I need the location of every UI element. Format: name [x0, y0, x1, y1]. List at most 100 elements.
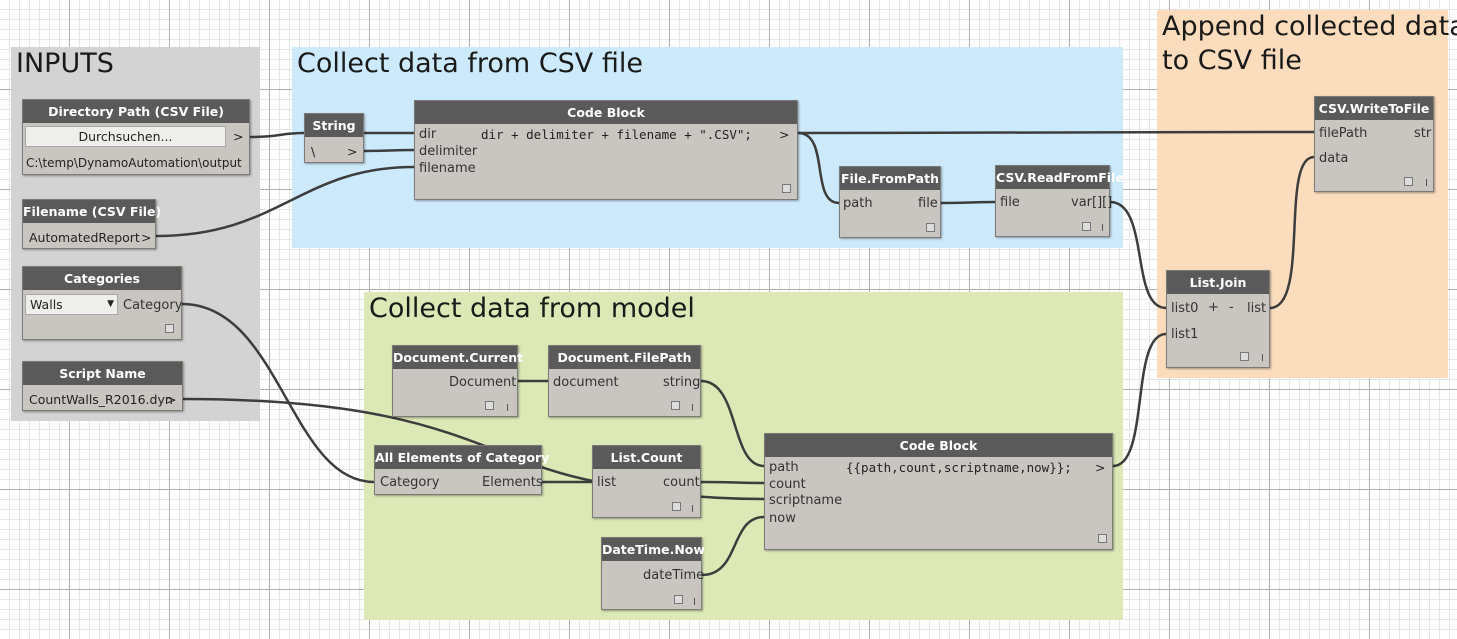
preview-toggle-icon[interactable]	[1098, 534, 1107, 543]
wire-listjoin-to-writefile	[1269, 155, 1315, 310]
input-port-path[interactable]: path	[843, 196, 873, 211]
node-file-frompath[interactable]: File.FromPath path file	[839, 166, 941, 238]
output-port-file[interactable]: file	[918, 196, 938, 211]
browse-button[interactable]: Durchsuchen...	[25, 126, 226, 147]
preview-toggle-icon[interactable]	[485, 401, 494, 410]
input-port-file[interactable]: file	[1000, 195, 1020, 210]
level-tick	[692, 505, 693, 512]
preview-toggle-icon[interactable]	[674, 595, 683, 604]
input-port-filepath[interactable]: filePath	[1319, 126, 1368, 141]
node-document-current[interactable]: Document.Current Document	[392, 345, 523, 417]
remove-input-button[interactable]: -	[1229, 300, 1234, 315]
node-title: Filename (CSV File)	[23, 200, 161, 223]
preview-toggle-icon[interactable]	[782, 184, 791, 193]
node-code-block-2[interactable]: Code Block path count scriptname now {{p…	[764, 433, 1113, 550]
wire-category-to-allelements	[181, 302, 375, 484]
level-tick	[692, 404, 693, 411]
output-port[interactable]: >	[779, 127, 790, 142]
node-directory-path[interactable]: Directory Path (CSV File) Durchsuchen...…	[22, 99, 250, 175]
output-port-category[interactable]: Category	[123, 298, 183, 313]
script-name-value[interactable]: CountWalls_R2016.dyn	[29, 392, 173, 407]
node-code-block-1[interactable]: Code Block dir delimiter filename dir + …	[414, 100, 798, 200]
input-port-count[interactable]: count	[769, 477, 806, 492]
node-all-elements-of-category[interactable]: All Elements of Category Category Elemen…	[374, 445, 549, 495]
preview-toggle-icon[interactable]	[926, 223, 935, 232]
category-selected: Walls	[30, 297, 63, 312]
output-port[interactable]: >	[166, 392, 177, 407]
node-document-filepath[interactable]: Document.FilePath document string	[548, 345, 701, 417]
output-port[interactable]: >	[141, 230, 152, 245]
input-port-scriptname[interactable]: scriptname	[769, 493, 843, 508]
group-title-append-2: to CSV file	[1162, 45, 1302, 76]
input-port-document[interactable]: document	[553, 375, 619, 390]
output-port-var[interactable]: var[][]	[1071, 195, 1113, 210]
category-dropdown[interactable]: Walls ▼	[25, 294, 118, 315]
wire-cb1-to-writefile	[797, 130, 1315, 135]
input-port-filename[interactable]: filename	[419, 161, 476, 176]
node-title: CSV.ReadFromFile	[996, 166, 1124, 189]
input-port-list0[interactable]: list0	[1171, 301, 1199, 316]
node-csv-readfromfile[interactable]: CSV.ReadFromFile file var[][]	[995, 165, 1124, 237]
output-port-document[interactable]: Document	[449, 375, 517, 390]
node-list-join[interactable]: List.Join list0 + - list list1	[1166, 270, 1270, 368]
node-title: File.FromPath	[840, 167, 940, 190]
input-port-path[interactable]: path	[769, 460, 799, 475]
level-tick	[507, 404, 508, 411]
output-port-list[interactable]: list	[1247, 301, 1267, 316]
wire-frompath-to-readfile	[940, 200, 996, 205]
node-categories[interactable]: Categories Walls ▼ Category	[22, 266, 182, 340]
node-title: Categories	[23, 267, 181, 290]
node-title: Document.FilePath	[549, 346, 700, 369]
input-port-list1[interactable]: list1	[1171, 327, 1199, 342]
group-title-append-1: Append collected data	[1162, 11, 1457, 42]
preview-toggle-icon[interactable]	[165, 324, 174, 333]
output-port-count[interactable]: count	[663, 475, 700, 490]
node-title: Code Block	[415, 101, 797, 124]
directory-path-value: C:\temp\DynamoAutomation\output	[26, 156, 242, 170]
output-port[interactable]: >	[347, 144, 358, 159]
preview-toggle-icon[interactable]	[1240, 352, 1249, 361]
preview-toggle-icon[interactable]	[1082, 222, 1091, 231]
code-editor[interactable]: {{path,count,scriptname,now}};	[846, 460, 1072, 475]
node-title: Script Name	[23, 362, 182, 385]
input-port-now[interactable]: now	[769, 511, 796, 526]
input-port-data[interactable]: data	[1319, 151, 1349, 166]
output-port[interactable]: >	[233, 129, 244, 144]
input-port-category[interactable]: Category	[380, 475, 440, 490]
code-editor[interactable]: dir + delimiter + filename + ".CSV";	[481, 127, 752, 142]
node-title: CSV.WriteToFile	[1315, 97, 1433, 120]
wire-cb2-to-listjoin	[1112, 332, 1167, 468]
group-title-csv: Collect data from CSV file	[297, 48, 643, 79]
input-port-dir[interactable]: dir	[419, 127, 437, 142]
level-tick	[694, 598, 695, 605]
wire-filename-to-filename	[155, 165, 415, 238]
node-title: Code Block	[765, 434, 1112, 457]
node-string[interactable]: String \ >	[304, 113, 364, 163]
node-title: All Elements of Category	[375, 446, 549, 469]
node-script-name[interactable]: Script Name CountWalls_R2016.dyn >	[22, 361, 183, 411]
wire-dirpath-to-dir	[249, 131, 414, 139]
node-title: List.Count	[593, 446, 700, 469]
output-port-str[interactable]: str	[1414, 126, 1432, 141]
node-list-count[interactable]: List.Count list count	[592, 445, 701, 518]
filename-value[interactable]: AutomatedReport	[29, 230, 140, 245]
output-port-datetime[interactable]: dateTime	[643, 568, 705, 583]
node-filename[interactable]: Filename (CSV File) AutomatedReport >	[22, 199, 161, 249]
output-port-string[interactable]: string	[663, 375, 701, 390]
output-port-elements[interactable]: Elements	[482, 475, 543, 490]
string-value[interactable]: \	[311, 144, 316, 159]
node-title: String	[305, 114, 363, 137]
output-port[interactable]: >	[1095, 460, 1106, 475]
input-port-delimiter[interactable]: delimiter	[419, 144, 478, 159]
wire-docfilepath-to-cb2	[700, 379, 765, 468]
input-port-list[interactable]: list	[597, 475, 617, 490]
add-input-button[interactable]: +	[1208, 300, 1219, 315]
preview-toggle-icon[interactable]	[671, 401, 680, 410]
node-title: Document.Current	[393, 346, 523, 369]
group-title-inputs: INPUTS	[16, 48, 114, 79]
preview-toggle-icon[interactable]	[672, 502, 681, 511]
node-csv-writetofile[interactable]: CSV.WriteToFile filePath str data	[1314, 96, 1434, 192]
preview-toggle-icon[interactable]	[1404, 177, 1413, 186]
node-datetime-now[interactable]: DateTime.Now dateTime	[601, 537, 705, 610]
level-tick	[1262, 354, 1263, 361]
